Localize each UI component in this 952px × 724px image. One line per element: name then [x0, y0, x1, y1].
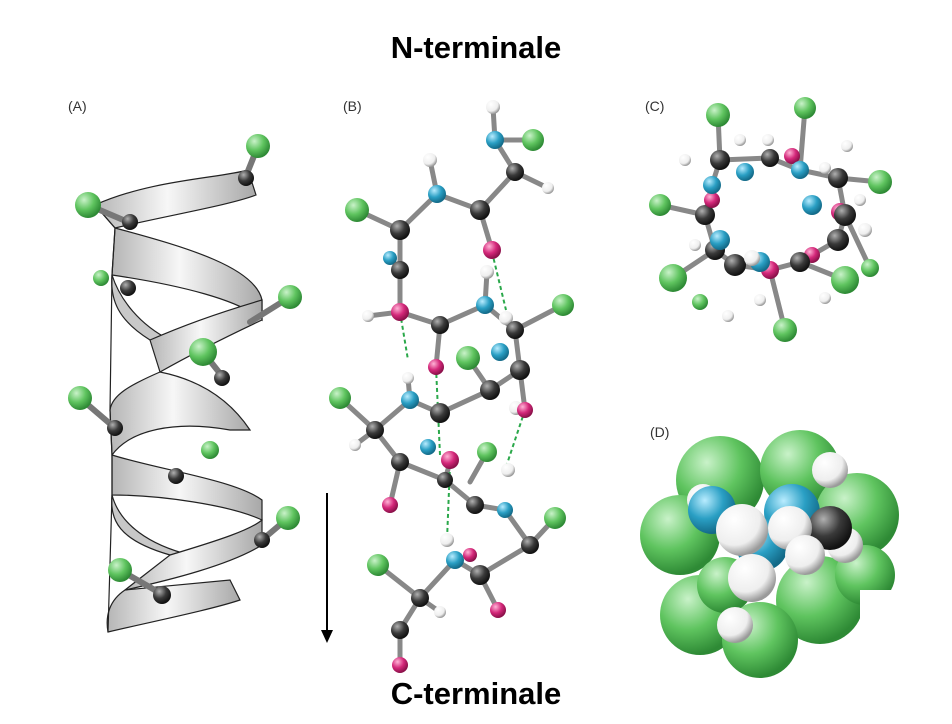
- panel-c-label: (C): [645, 98, 665, 114]
- side-chain-atom: [276, 506, 300, 530]
- carbon-atom: [120, 280, 136, 296]
- carbon-atom: [168, 468, 184, 484]
- carbon-atom: [153, 586, 171, 604]
- side-chain-atom: [93, 270, 109, 286]
- carbon-atom: [107, 420, 123, 436]
- panel-b-label: (B): [343, 98, 362, 114]
- side-chain-atom: [189, 338, 217, 366]
- side-chain-atom: [246, 134, 270, 158]
- ball-stick-bonds: [337, 104, 566, 668]
- space-filling-model: [640, 430, 900, 678]
- side-chain-atom: [201, 441, 219, 459]
- carbon-atom: [254, 532, 270, 548]
- side-chain-atom: [278, 285, 302, 309]
- carbon-atom: [238, 170, 254, 186]
- c-terminal-title: C-terminale: [390, 676, 562, 711]
- panel-a-label: (A): [68, 98, 87, 114]
- helix-ribbon: [94, 169, 263, 633]
- ball-stick-atoms: [329, 100, 574, 673]
- panel-d-label: (D): [650, 424, 670, 440]
- side-chain-atom: [75, 192, 101, 218]
- side-chain-atom: [108, 558, 132, 582]
- side-chain-atom: [68, 386, 92, 410]
- carbon-atom: [122, 214, 138, 230]
- arrow-down-icon: [321, 493, 333, 643]
- carbon-atom: [214, 370, 230, 386]
- n-terminal-title: N-terminale: [390, 30, 562, 65]
- end-view-atoms: [649, 97, 892, 342]
- helix-atoms: [68, 134, 302, 604]
